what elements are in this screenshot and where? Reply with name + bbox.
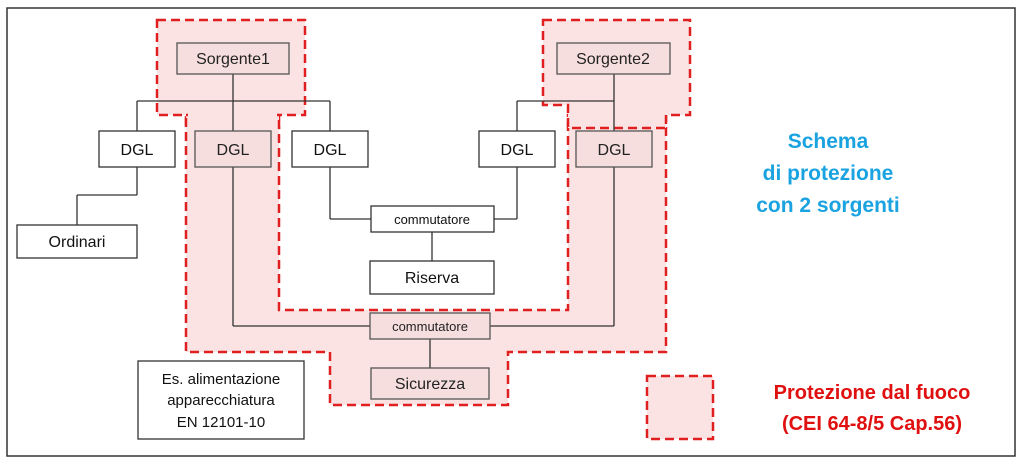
commutatore-sicurezza-box (369, 312, 491, 340)
fire-zone-seam-right (570, 104, 664, 120)
side-title-line-3: con 2 sorgenti (756, 194, 900, 217)
riserva-box (369, 260, 495, 295)
dgl-box-1 (98, 130, 176, 168)
ordinari-box (16, 224, 138, 259)
fire-zone-left-leg (184, 113, 668, 407)
commutatore-riserva-box (370, 205, 495, 233)
dgl-label-1: DGL (121, 142, 154, 159)
note-box (137, 360, 305, 440)
commutatore-sicurezza-label: commutatore (392, 319, 468, 334)
sorgente1-box (176, 42, 290, 75)
dgl-label-5: DGL (598, 142, 631, 159)
sicurezza-label: Sicurezza (395, 376, 465, 393)
dgl-box-4 (478, 130, 556, 168)
sorgente1-label: Sorgente1 (196, 51, 270, 68)
side-title-line-2: di protezione (763, 162, 894, 185)
connection-lines (76, 74, 615, 368)
legend-line-1: Protezione dal fuoco (774, 382, 971, 404)
side-title-line-1: Schema (788, 130, 869, 153)
sicurezza-box (370, 367, 490, 400)
dgl-box-2 (194, 130, 272, 168)
riserva-label: Riserva (405, 270, 459, 287)
note-line-3: EN 12101-10 (177, 414, 265, 431)
dgl-label-4: DGL (501, 142, 534, 159)
commutatore-riserva-label: commutatore (394, 212, 470, 227)
note-line-2: apparecchiatura (167, 392, 275, 409)
dgl-label-3: DGL (314, 142, 347, 159)
legend-line-2: (CEI 64-8/5 Cap.56) (782, 413, 962, 435)
dgl-box-5 (575, 130, 653, 168)
dgl-box-3 (291, 130, 369, 168)
note-line-1: Es. alimentazione (162, 371, 280, 388)
sorgente2-label: Sorgente2 (576, 51, 650, 68)
sorgente2-box (556, 42, 671, 75)
dgl-label-2: DGL (217, 142, 250, 159)
ordinari-label: Ordinari (49, 234, 106, 251)
legend-fire-swatch (645, 374, 715, 441)
